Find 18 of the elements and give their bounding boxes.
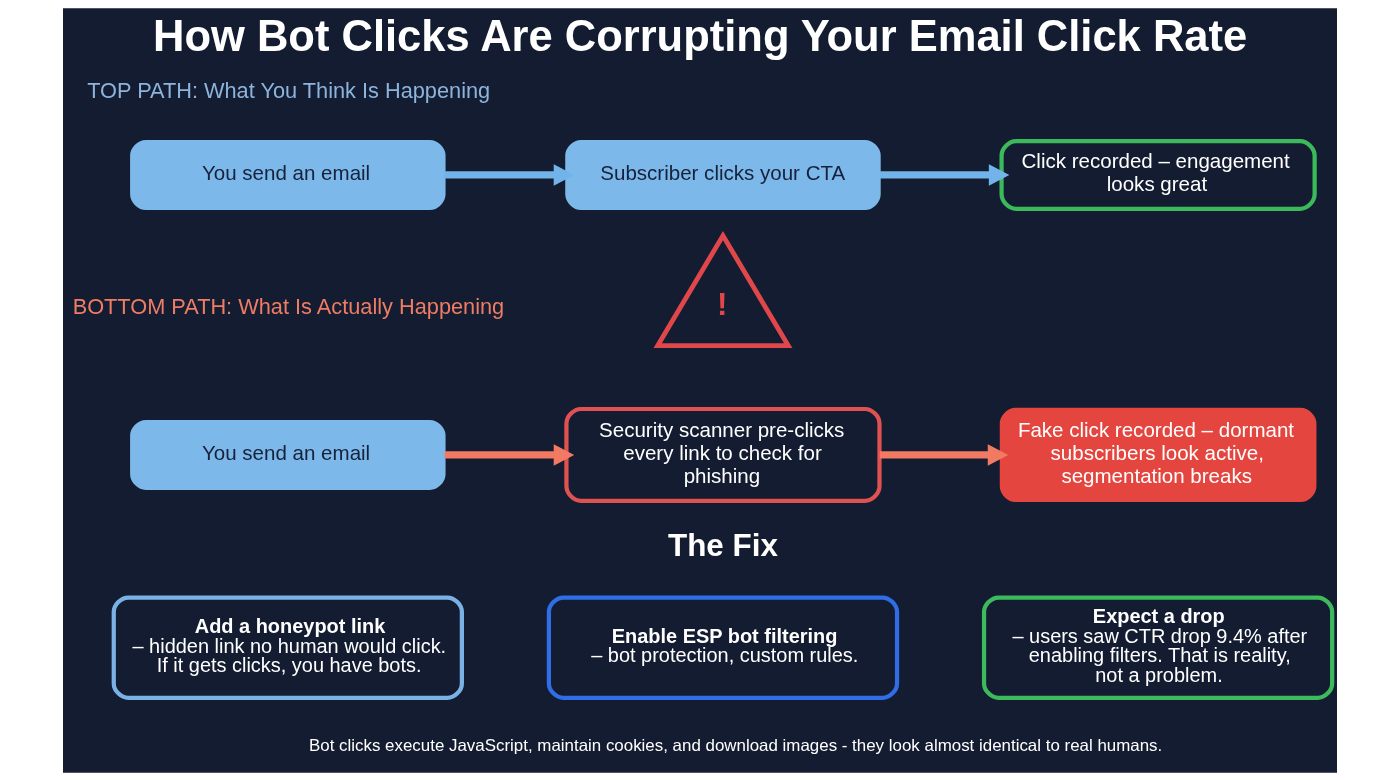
node-box: Add a honeypot link – hidden link no human would click. If it gets clicks, you have bots. xyxy=(111,595,464,700)
arrow xyxy=(444,164,575,186)
label: Bot clicks execute JavaScript, maintain cookies, and download images - they look almost identical to real humans. xyxy=(308,735,1163,755)
diagram-title: How Bot Clicks Are Corrupting Your Email Click Rate xyxy=(153,12,1248,61)
node-box: You send an email xyxy=(130,139,446,211)
node-box: You send an email xyxy=(130,419,446,490)
arrow xyxy=(444,444,575,466)
arrow xyxy=(879,164,1010,186)
node-box: Click recorded – engagement looks great xyxy=(999,139,1317,211)
label: The Fix xyxy=(667,527,778,563)
label: TOP PATH: What You Think Is Happening xyxy=(87,78,491,104)
node-box: Expect a drop – users saw CTR drop 9.4% after enabling filters. That is reality, not a problem. xyxy=(981,595,1335,700)
label: BOTTOM PATH: What Is Actually Happening xyxy=(72,294,505,320)
node-box: Fake click recorded – dormant subscribers look active, segmentation breaks xyxy=(999,407,1317,503)
node-box: Security scanner pre-clicks every link to check for phishing xyxy=(564,406,882,503)
node-box: Subscriber clicks your CTA xyxy=(565,139,881,211)
arrow xyxy=(879,444,1009,466)
node-box: Enable ESP bot filtering – bot protection, custom rules. xyxy=(546,595,900,700)
